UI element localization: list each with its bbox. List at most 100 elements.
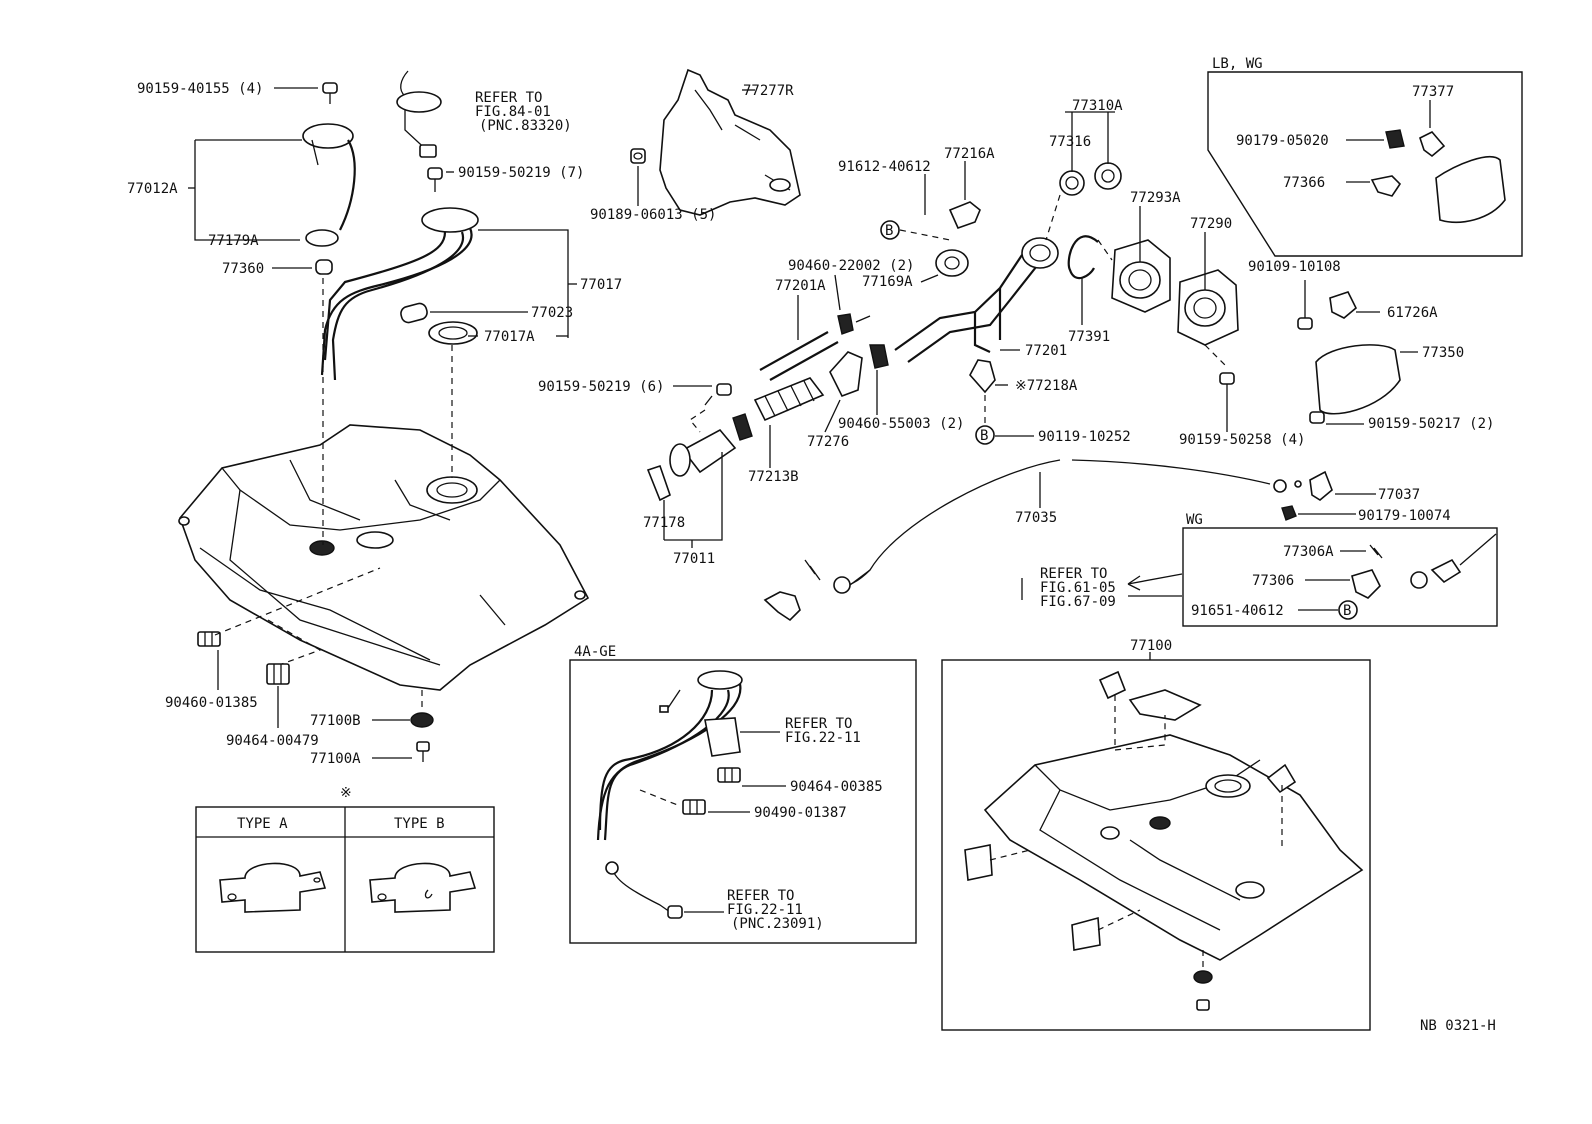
b-marker-icon: B: [975, 425, 995, 445]
part-label: 77017: [580, 277, 622, 293]
nut-icon: [1281, 505, 1297, 521]
part-label: 90460-55003 (2): [838, 416, 964, 432]
reference-note: FIG.61-05: [1040, 580, 1116, 596]
nut-icon: [410, 712, 434, 728]
nut-icon: [1385, 129, 1405, 149]
part-label: 77201A: [775, 278, 826, 294]
tank-77100-inset: [941, 652, 1371, 1031]
wg-inset: WG B: [1182, 512, 1498, 627]
part-label: 77100B: [310, 713, 361, 729]
part-label: 77276: [807, 434, 849, 450]
part-label: 61726A: [1387, 305, 1438, 321]
4age-inset: 4A-GE: [569, 644, 917, 944]
fuel-door-group: [1297, 280, 1418, 425]
fuel-door-hinge-icon: [1370, 175, 1402, 197]
ring-icon: [1094, 162, 1122, 190]
corrugated-hose-icon: [753, 377, 825, 422]
reference-note: (PNC.83320): [479, 118, 572, 134]
part-label: 77035: [1015, 510, 1057, 526]
part-label: 91651-40612: [1191, 603, 1284, 619]
clip-icon: [717, 767, 741, 783]
reference-note: FIG.67-09: [1040, 594, 1116, 610]
filler-neck-icon: [1021, 237, 1059, 269]
part-label: 77037: [1378, 487, 1420, 503]
part-label: 77310A: [1072, 98, 1123, 114]
inset-title: LB, WG: [1212, 56, 1263, 72]
part-label: 77100A: [310, 751, 361, 767]
note-mark: ※: [340, 785, 352, 801]
lock-spring-icon: [1351, 569, 1381, 599]
part-label: 90490-01387: [754, 805, 847, 821]
inset-title: 4A-GE: [574, 644, 616, 660]
type-b-label: TYPE B: [394, 816, 445, 832]
reference-note: FIG.22-11: [727, 902, 803, 918]
pad-icon: [1266, 763, 1297, 794]
pad-icon: [1071, 916, 1101, 951]
filler-collar-icon: [1111, 239, 1171, 313]
nut-icon: [1193, 970, 1213, 984]
part-label: 77100: [1130, 638, 1172, 654]
reference-note: REFER TO: [1040, 566, 1107, 582]
fuel-gauge-unit-icon: [396, 70, 442, 158]
part-label: 77293A: [1130, 190, 1181, 206]
part-label: ※77218A: [1015, 378, 1078, 394]
reference-note: FIG.84-01: [475, 104, 551, 120]
part-label: 90159-50217 (2): [1368, 416, 1494, 432]
part-label: 77360: [222, 261, 264, 277]
bolt-icon: [1219, 372, 1235, 396]
clip-icon: [948, 201, 981, 230]
pad-icon: [1128, 689, 1202, 721]
part-label: 90119-10252: [1038, 429, 1131, 445]
part-label: 90460-01385: [165, 695, 258, 711]
fuel-door-icon: [1435, 155, 1506, 223]
bracket-icon: [969, 359, 996, 394]
part-label: 77012A: [127, 181, 178, 197]
reference-note: FIG.22-11: [785, 730, 861, 746]
svg-text:B: B: [885, 223, 893, 239]
gasket-icon: [935, 249, 969, 277]
fuel-door-icon: [1315, 344, 1401, 415]
clip-icon: [197, 631, 221, 647]
part-label: 77277R: [743, 83, 794, 99]
part-label: 77201: [1025, 343, 1067, 359]
part-label: 77290: [1190, 216, 1232, 232]
part-label: 77316: [1049, 134, 1091, 150]
bolt-icon: [1309, 411, 1325, 424]
fuel-door-housing-icon: [1177, 269, 1239, 346]
cable-lock-icon: [763, 591, 801, 622]
opener-cable-group: [763, 459, 1376, 622]
fuel-tank-icon: [178, 424, 590, 691]
fuel-pump-icon: [596, 670, 743, 841]
part-label: 90460-22002 (2): [788, 258, 914, 274]
part-label: 77366: [1283, 175, 1325, 191]
part-label: 77011: [673, 551, 715, 567]
part-label: 77306: [1252, 573, 1294, 589]
fuel-tank-assembly-group: [178, 70, 590, 762]
part-label: 77178: [643, 515, 685, 531]
fuel-pump-icon: [320, 207, 479, 381]
part-label: 77391: [1068, 329, 1110, 345]
lock-actuator-icon: [1329, 291, 1357, 319]
b-marker-icon: B: [1338, 600, 1358, 620]
part-label: 90464-00479: [226, 733, 319, 749]
part-label: 77023: [531, 305, 573, 321]
part-label: 90159-40155 (4): [137, 81, 263, 97]
reference-note: REFER TO: [785, 716, 852, 732]
inset-title: WG: [1186, 512, 1203, 528]
part-label: 77017A: [484, 329, 535, 345]
part-label: 77350: [1422, 345, 1464, 361]
fuel-sender-icon: [302, 123, 356, 275]
bracket-icon: [829, 351, 863, 398]
hose-clamp-icon: [732, 413, 753, 441]
bolt-icon: [322, 82, 338, 104]
fuel-door-clip-icon: [1419, 131, 1446, 158]
part-label: 77216A: [944, 146, 995, 162]
heat-shield-group: [630, 68, 801, 216]
reference-note: REFER TO: [727, 888, 794, 904]
bolt-icon: [427, 167, 443, 192]
bolt-icon: [1297, 300, 1313, 330]
clip-icon: [682, 799, 706, 815]
fuel-tank-icon: [983, 734, 1364, 961]
reference-note: REFER TO: [475, 90, 542, 106]
